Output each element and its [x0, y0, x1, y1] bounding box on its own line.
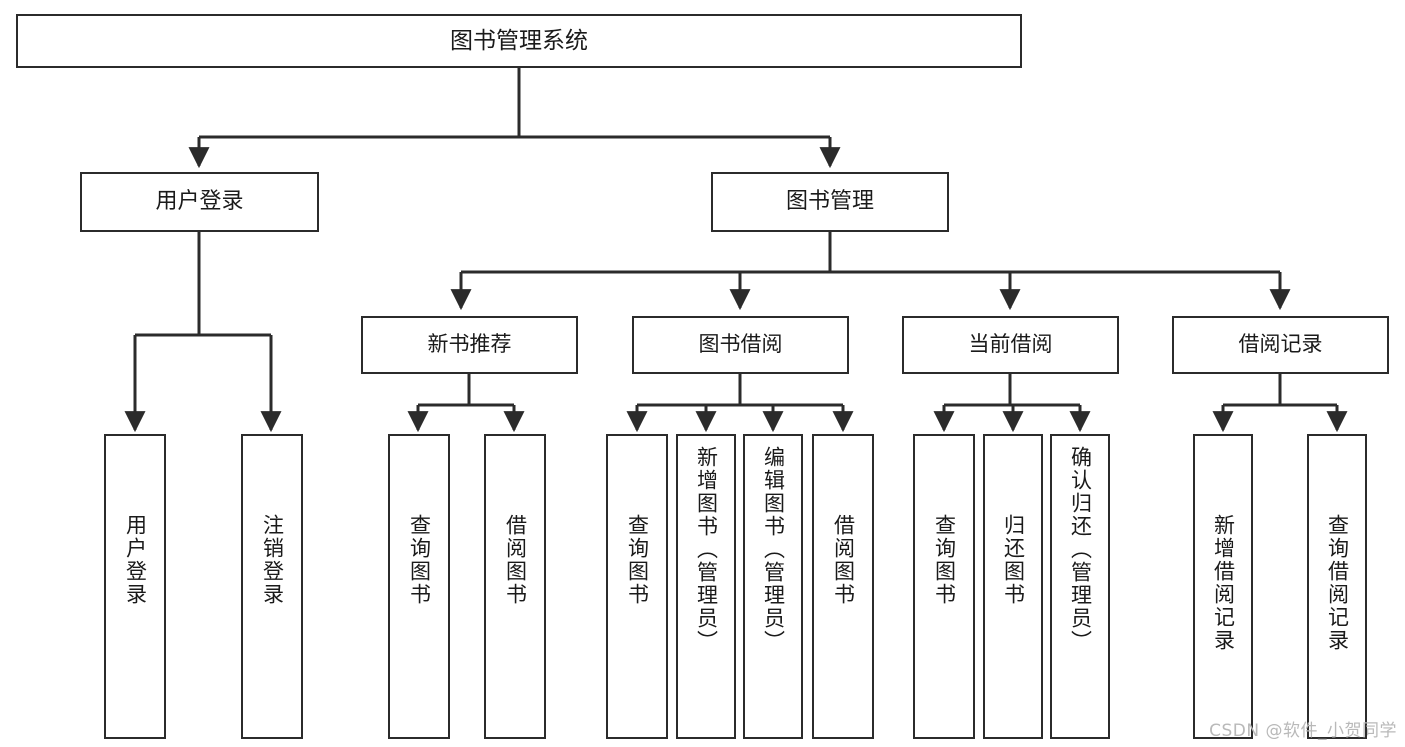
leaf-borrow-borrow-book[interactable]: 借阅图书	[812, 434, 874, 739]
node-new-book-recommend[interactable]: 新书推荐	[361, 316, 578, 374]
node-current-borrow-label: 当前借阅	[968, 332, 1053, 357]
leaf-recommend-query-book-label: 查询图书	[407, 514, 432, 606]
leaf-user-login-signout[interactable]: 注销登录	[241, 434, 303, 739]
leaf-user-login-signin[interactable]: 用户登录	[104, 434, 166, 739]
node-book-management-label: 图书管理	[785, 188, 874, 214]
leaf-recommend-borrow-book[interactable]: 借阅图书	[484, 434, 546, 739]
leaf-user-login-signin-label: 用户登录	[123, 514, 148, 606]
node-borrow-records-label: 借阅记录	[1238, 332, 1323, 357]
leaf-current-confirm-return-admin-label: 确认归还（管理员）	[1068, 446, 1093, 653]
leaf-records-query-record[interactable]: 查询借阅记录	[1307, 434, 1367, 739]
leaf-borrow-borrow-book-label: 借阅图书	[831, 514, 856, 606]
leaf-borrow-edit-book-admin-label: 编辑图书（管理员）	[761, 446, 786, 653]
node-current-borrow[interactable]: 当前借阅	[902, 316, 1119, 374]
node-book-management[interactable]: 图书管理	[711, 172, 949, 232]
node-new-book-recommend-label: 新书推荐	[427, 332, 512, 357]
node-user-login[interactable]: 用户登录	[80, 172, 319, 232]
leaf-records-add-record-label: 新增借阅记录	[1211, 514, 1236, 652]
node-book-borrow[interactable]: 图书借阅	[632, 316, 849, 374]
leaf-current-return-book[interactable]: 归还图书	[983, 434, 1043, 739]
leaf-current-confirm-return-admin[interactable]: 确认归还（管理员）	[1050, 434, 1110, 739]
node-root-system[interactable]: 图书管理系统	[16, 14, 1022, 68]
leaf-current-query-book-label: 查询图书	[932, 514, 957, 606]
leaf-records-query-record-label: 查询借阅记录	[1325, 514, 1350, 652]
leaf-borrow-query-book-label: 查询图书	[625, 514, 650, 606]
leaf-borrow-add-book-admin-label: 新增图书（管理员）	[694, 446, 719, 653]
node-root-system-label: 图书管理系统	[450, 27, 588, 54]
node-book-borrow-label: 图书借阅	[698, 332, 783, 357]
leaf-borrow-query-book[interactable]: 查询图书	[606, 434, 668, 739]
leaf-user-login-signout-label: 注销登录	[260, 514, 285, 606]
leaf-current-query-book[interactable]: 查询图书	[913, 434, 975, 739]
leaf-recommend-query-book[interactable]: 查询图书	[388, 434, 450, 739]
leaf-current-return-book-label: 归还图书	[1001, 514, 1026, 606]
leaf-borrow-edit-book-admin[interactable]: 编辑图书（管理员）	[743, 434, 803, 739]
node-user-login-label: 用户登录	[155, 188, 244, 214]
watermark-text: CSDN @软件_小贺同学	[1209, 721, 1397, 741]
node-borrow-records[interactable]: 借阅记录	[1172, 316, 1389, 374]
leaf-borrow-add-book-admin[interactable]: 新增图书（管理员）	[676, 434, 736, 739]
leaf-records-add-record[interactable]: 新增借阅记录	[1193, 434, 1253, 739]
leaf-recommend-borrow-book-label: 借阅图书	[503, 514, 528, 606]
